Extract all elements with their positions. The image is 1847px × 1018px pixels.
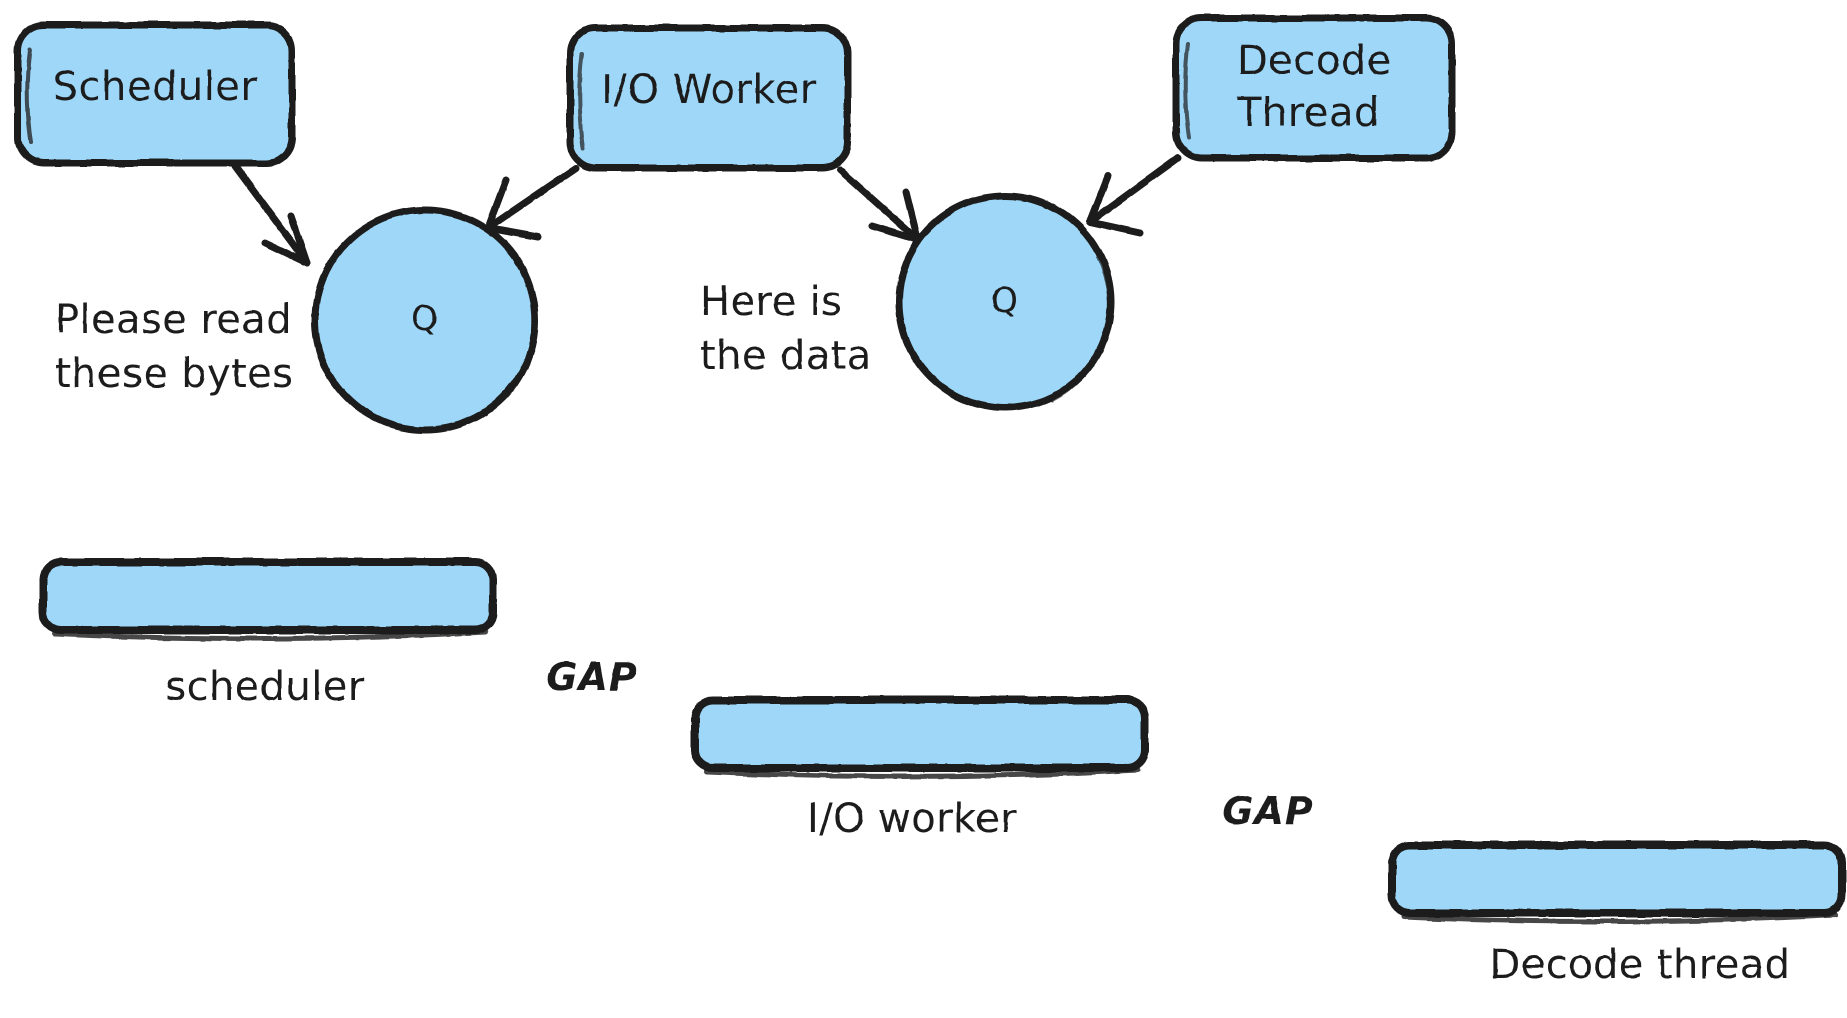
timeline-bar-io-worker[interactable] [691,696,1149,780]
timeline-bar-scheduler-label: scheduler [165,664,364,710]
edge-io-worker-to-queue-1-arrowhead-a [484,224,542,241]
node-io-worker-label: I/O Worker [601,67,816,113]
gap-annotation-2: GAP [1222,789,1313,833]
node-decode-thread-shape [1172,14,1456,162]
timeline-bar-decode-thread-sketch-stroke [1401,912,1839,925]
edge-io-worker-to-queue-1-arrowhead-b [484,176,510,232]
timeline-bar-scheduler-sketch-stroke [52,629,489,642]
node-decode-thread-label-line1: Decode [1237,38,1392,84]
message-read-bytes-line2: these bytes [55,351,293,397]
timeline-bar-decode-thread-label: Decode thread [1490,942,1791,988]
node-scheduler-label: Scheduler [53,64,258,110]
edge-scheduler-to-queue-1-line [231,162,311,267]
node-queue-1-label: Q [411,299,439,339]
timeline-bar-io-worker-label: I/O worker [807,796,1017,842]
edge-decode-thread-to-queue-2 [1086,154,1182,237]
timeline-bar-scheduler[interactable] [39,558,497,642]
node-decode-thread[interactable] [1172,14,1456,162]
node-queue-1[interactable] [311,206,539,434]
edge-decode-thread-to-queue-2-line [1086,154,1182,226]
node-scheduler-sketch-stroke [25,48,33,144]
edge-decode-thread-to-queue-2-arrowhead-b [1086,172,1112,226]
edge-io-worker-to-queue-1-line [484,164,580,232]
edge-io-worker-to-queue-1 [484,164,580,241]
timeline-bar-decode-thread-shape [1388,841,1846,917]
node-queue-2[interactable] [895,192,1115,412]
edge-io-worker-to-queue-2-line [836,166,922,244]
node-scheduler-shape [14,21,296,167]
edge-scheduler-to-queue-1-arrowhead-b [287,212,311,267]
node-io-worker-sketch-stroke [577,52,585,150]
edge-decode-thread-to-queue-2-arrowhead-a [1086,218,1144,237]
timeline-bar-io-worker-sketch-stroke [704,767,1141,780]
message-here-data-line1: Here is [700,279,842,325]
edge-io-worker-to-queue-2-arrowhead-a [868,222,922,244]
timeline-bar-io-worker-shape [691,696,1149,772]
timeline-bar-decode-thread[interactable] [1388,841,1846,925]
edge-scheduler-to-queue-1-arrowhead-a [261,239,311,267]
edge-io-worker-to-queue-2-arrowhead-b [902,188,922,244]
edge-scheduler-to-queue-1 [231,162,311,267]
edge-io-worker-to-queue-2 [836,166,922,244]
timeline-bar-scheduler-shape [39,558,497,634]
node-decode-thread-label-line2: Thread [1236,90,1380,136]
gap-annotation-1: GAP [546,655,637,699]
node-decode-thread-sketch-stroke [1183,42,1191,140]
message-read-bytes-line1: Please read [55,297,292,343]
node-scheduler[interactable] [14,21,296,167]
message-here-data-line2: the data [700,333,872,379]
node-io-worker[interactable] [566,24,852,172]
node-io-worker-shape [566,24,852,172]
node-queue-2-label: Q [991,281,1019,321]
node-queue-2-sketch-stroke [1050,256,1112,402]
node-queue-1-sketch-stroke [468,266,536,422]
